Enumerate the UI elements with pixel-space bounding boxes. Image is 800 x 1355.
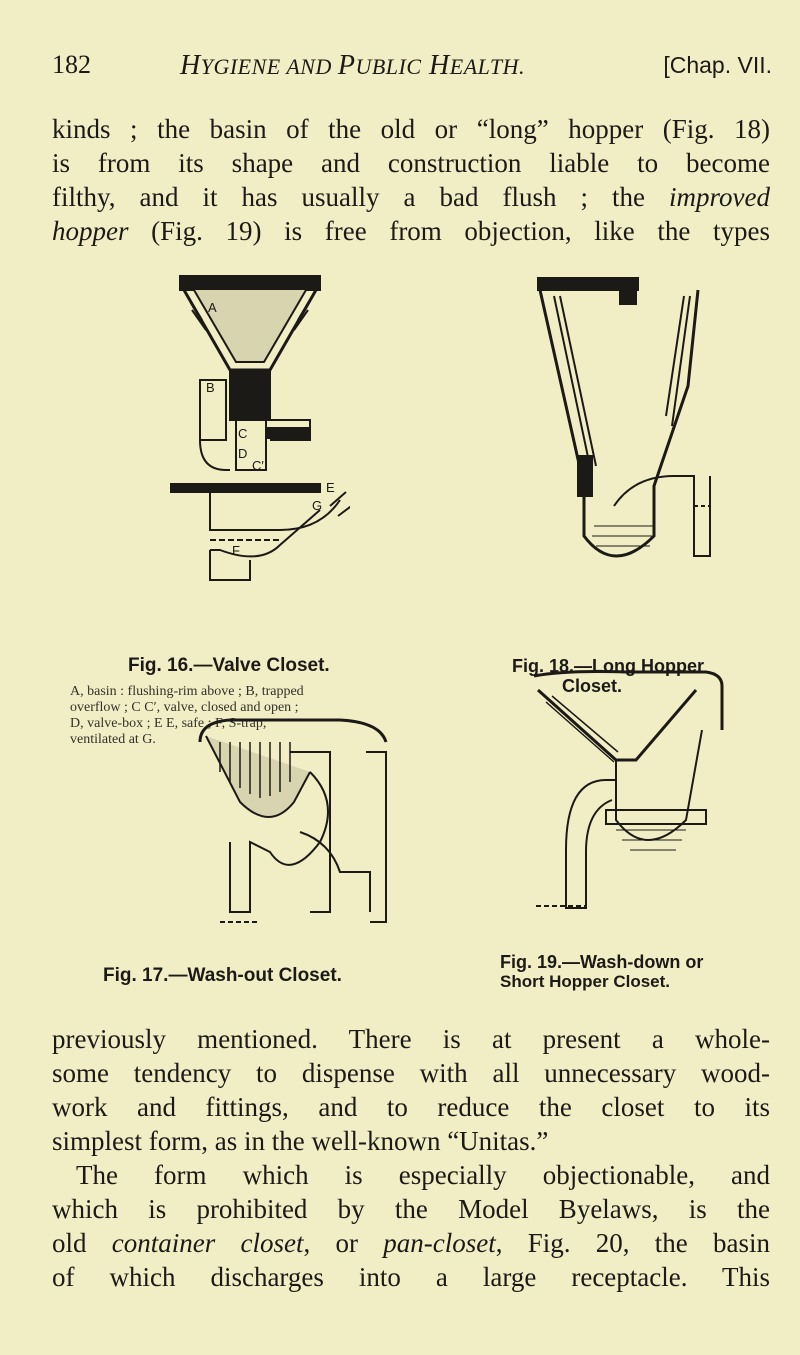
text-line: previously mentioned. There is at presen… [52, 1024, 770, 1054]
title-part: AND [280, 54, 338, 79]
figure-wash-down-closet [526, 670, 726, 926]
label-B: B [206, 380, 215, 395]
label-D: D [238, 446, 247, 461]
title-part: H [180, 50, 201, 81]
label-A: A [208, 300, 217, 315]
figure-wash-out-closet [190, 712, 396, 934]
figure-valve-closet: A B C D C′ E E G F [170, 270, 350, 588]
page-number: 182 [52, 50, 91, 79]
text-line: old container closet, or pan-closet, Fig… [52, 1228, 770, 1258]
title-part: H [421, 50, 450, 81]
label-G: G [312, 498, 322, 513]
caption-fig19-line1: Fig. 19.—Wash-down or [500, 952, 704, 972]
title-part: YGIENE [200, 54, 281, 79]
label-C-prime: C′ [252, 458, 264, 473]
figure-long-hopper [534, 276, 724, 588]
caption-fig19: Fig. 19.—Wash-down or Short Hopper Close… [500, 952, 703, 992]
title-part: P [337, 50, 356, 81]
long-hopper-drawing [537, 277, 711, 558]
text-line: The form which is especially objectionab… [76, 1160, 770, 1190]
text-line: is from its shape and construction liabl… [52, 148, 770, 178]
text-line: of which discharges into a large recepta… [52, 1262, 770, 1292]
caption-fig19-line2: Short Hopper Closet. [500, 972, 671, 991]
text-line: hopper (Fig. 19) is free from objection,… [52, 216, 770, 246]
chapter-label: [Chap. VII. [663, 52, 772, 78]
running-header: 182 HYGIENE AND PUBLIC HEALTH. [Chap. VI… [52, 50, 772, 86]
italic-text: improved [669, 182, 770, 212]
valve-closet-drawing: A B C D C′ E E G F [170, 275, 350, 581]
caption-fig18-line2: Closet. [562, 676, 623, 696]
text-line: some tendency to dispense with all unnec… [52, 1058, 770, 1088]
label-E2: E [326, 480, 335, 495]
text-line: simplest form, as in the well-known “Uni… [52, 1126, 549, 1156]
running-title: HYGIENE AND PUBLIC HEALTH. [180, 50, 525, 82]
caption-fig17: Fig. 17.—Wash-out Closet. [103, 965, 342, 986]
caption-fig16: Fig. 16.—Valve Closet. [128, 655, 330, 676]
label-C: C [238, 426, 247, 441]
text-line: which is prohibited by the Model Byelaws… [52, 1194, 770, 1224]
italic-text: pan-closet [383, 1228, 496, 1258]
wash-out-closet-drawing [198, 718, 388, 923]
paragraph-top: kinds ; the basin of the old or “long” h… [52, 112, 770, 248]
text-line: kinds ; the basin of the old or “long” h… [52, 114, 770, 144]
title-part: EALTH. [449, 54, 526, 79]
text-line: work and fittings, and to reduce the clo… [52, 1092, 770, 1122]
legend-fig16: A, basin : flushing-rim above ; B, trapp… [70, 684, 304, 747]
italic-text: hopper [52, 216, 129, 246]
wash-down-closet-drawing [533, 670, 724, 909]
paragraph-bottom: previously mentioned. There is at presen… [52, 1022, 770, 1294]
title-part: UBLIC [355, 54, 422, 79]
text-line: filthy, and it has usually a bad flush ;… [52, 182, 770, 212]
italic-text: container closet [111, 1228, 304, 1258]
label-F: F [232, 543, 240, 558]
